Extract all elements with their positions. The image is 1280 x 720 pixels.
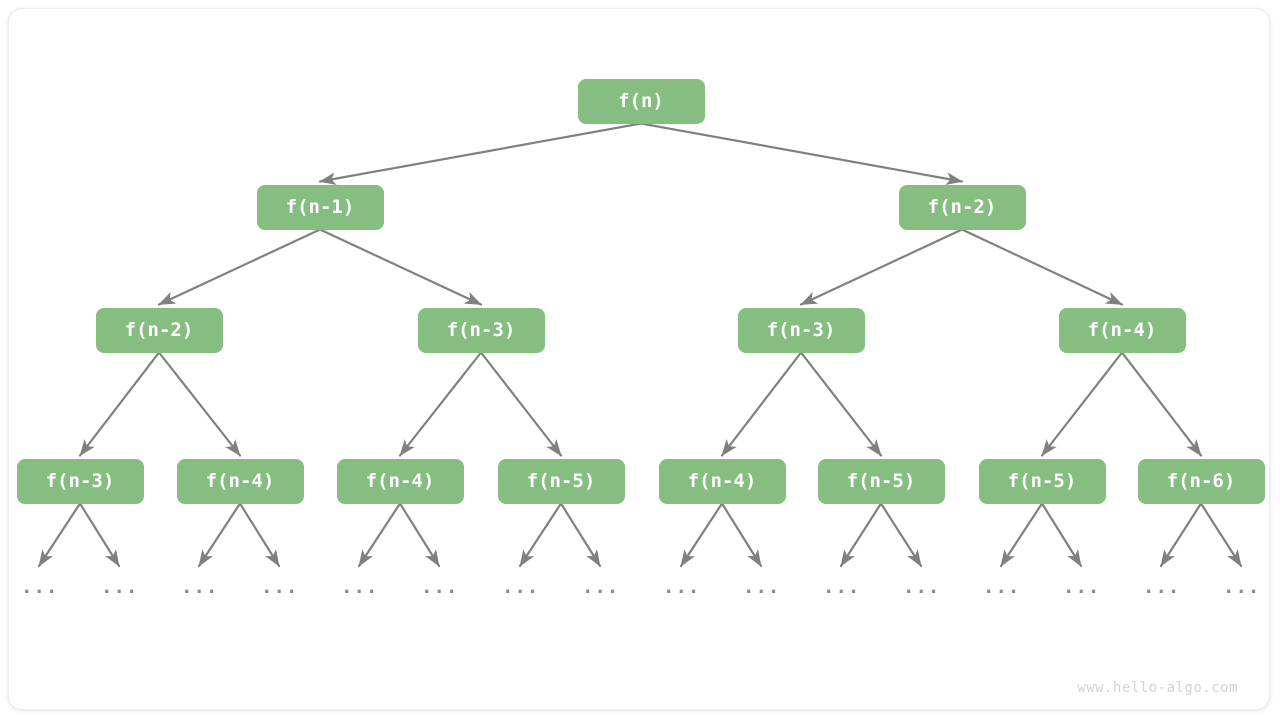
ellipsis-marker: ... [1143,576,1181,598]
tree-node-label: f(n-3) [446,319,516,341]
ellipsis-marker: ... [1223,576,1261,598]
ellipsis-marker: ... [341,576,379,598]
tree-node-n8: f(n-4) [176,458,304,504]
tree-node-n11: f(n-4) [658,458,786,504]
ellipsis-marker: ... [1063,576,1101,598]
ellipsis-marker: ... [421,576,459,598]
watermark: www.hello-algo.com [1077,680,1238,696]
tree-node-label: f(n) [618,90,664,112]
ellipsis-marker: ... [181,576,219,598]
tree-node-n1: f(n-1) [256,184,384,230]
tree-node-n0: f(n) [577,78,705,124]
tree-node-label: f(n-5) [1007,470,1077,492]
tree-node-label: f(n-5) [846,470,916,492]
ellipsis-marker: ... [663,576,701,598]
tree-node-n14: f(n-6) [1137,458,1265,504]
tree-node-n13: f(n-5) [978,458,1106,504]
tree-node-n4: f(n-3) [417,307,545,353]
tree-node-label: f(n-4) [205,470,275,492]
tree-node-label: f(n-2) [927,196,997,218]
tree-node-n12: f(n-5) [817,458,945,504]
ellipsis-marker: ... [823,576,861,598]
tree-node-n5: f(n-3) [737,307,865,353]
ellipsis-marker: ... [101,576,139,598]
tree-node-label: f(n-6) [1166,470,1236,492]
tree-node-label: f(n-4) [1087,319,1157,341]
ellipsis-marker: ... [743,576,781,598]
tree-node-n3: f(n-2) [95,307,223,353]
tree-node-label: f(n-4) [687,470,757,492]
tree-node-label: f(n-3) [766,319,836,341]
tree-node-n7: f(n-3) [16,458,144,504]
tree-node-n10: f(n-5) [497,458,625,504]
ellipsis-marker: ... [983,576,1021,598]
ellipsis-marker: ... [582,576,620,598]
tree-node-label: f(n-5) [526,470,596,492]
tree-node-label: f(n-1) [285,196,355,218]
ellipsis-marker: ... [502,576,540,598]
ellipsis-marker: ... [903,576,941,598]
tree-node-label: f(n-4) [365,470,435,492]
ellipsis-marker: ... [21,576,59,598]
tree-node-n6: f(n-4) [1058,307,1186,353]
tree-node-label: f(n-3) [45,470,115,492]
tree-node-n2: f(n-2) [898,184,1026,230]
ellipsis-marker: ... [261,576,299,598]
tree-node-n9: f(n-4) [336,458,464,504]
tree-node-label: f(n-2) [124,319,194,341]
